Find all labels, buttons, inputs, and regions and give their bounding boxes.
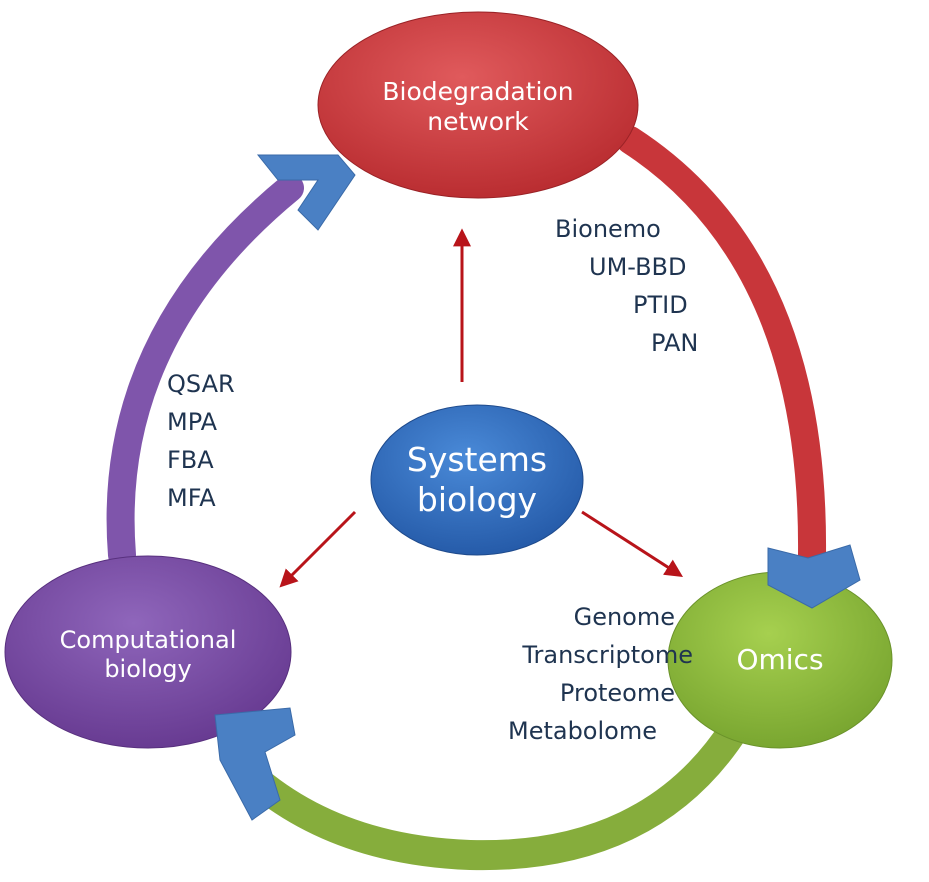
omics-type-item: Proteome <box>559 679 675 707</box>
node-computational-label: Computational biology <box>25 615 271 695</box>
node-computational-line1: Computational <box>59 625 237 654</box>
node-omics-line1: Omics <box>736 642 824 676</box>
omics-type-item: Transcriptome <box>522 641 693 669</box>
node-systems-line2: biology <box>416 480 538 519</box>
database-list: Bionemo UM-BBD PTID PAN <box>555 210 698 362</box>
chevron-head-bottom-left-icon <box>214 707 296 821</box>
center-arrow-left <box>279 510 357 588</box>
chevron-head-right-icon <box>767 544 861 609</box>
cycle-arrow-green <box>235 713 750 871</box>
node-systems-line1: Systems <box>406 439 548 479</box>
node-biodegradation-line2: network <box>427 107 529 136</box>
node-computational-line2: biology <box>104 655 192 683</box>
node-biodegradation-ellipse <box>317 11 639 199</box>
database-item: PAN <box>651 329 699 357</box>
database-item: UM-BBD <box>589 253 687 281</box>
node-omics-label: Omics <box>700 630 860 690</box>
method-item: MFA <box>167 484 216 512</box>
center-arrow-right <box>581 510 684 577</box>
cycle-arrow-purple <box>106 174 304 569</box>
node-systems-label: Systems biology <box>387 425 567 535</box>
method-item: MPA <box>167 408 218 436</box>
chevron-head-top-icon <box>256 154 356 231</box>
omics-type-item: Genome <box>573 603 675 631</box>
methods-list: QSAR MPA FBA MFA <box>167 365 235 517</box>
cycle-arrow-red <box>616 126 827 569</box>
omics-types-list: Genome Transcriptome Proteome Metabolome <box>460 598 693 750</box>
database-item: PTID <box>633 291 688 319</box>
method-item: QSAR <box>167 370 235 398</box>
database-item: Bionemo <box>555 215 661 243</box>
node-biodegradation-line1: Biodegradation <box>382 76 574 106</box>
omics-type-item: Metabolome <box>507 717 657 745</box>
method-item: FBA <box>167 446 214 474</box>
node-biodegradation-label: Biodegradation network <box>338 62 618 152</box>
node-computational-ellipse <box>4 555 292 749</box>
node-systems-ellipse <box>370 404 584 556</box>
